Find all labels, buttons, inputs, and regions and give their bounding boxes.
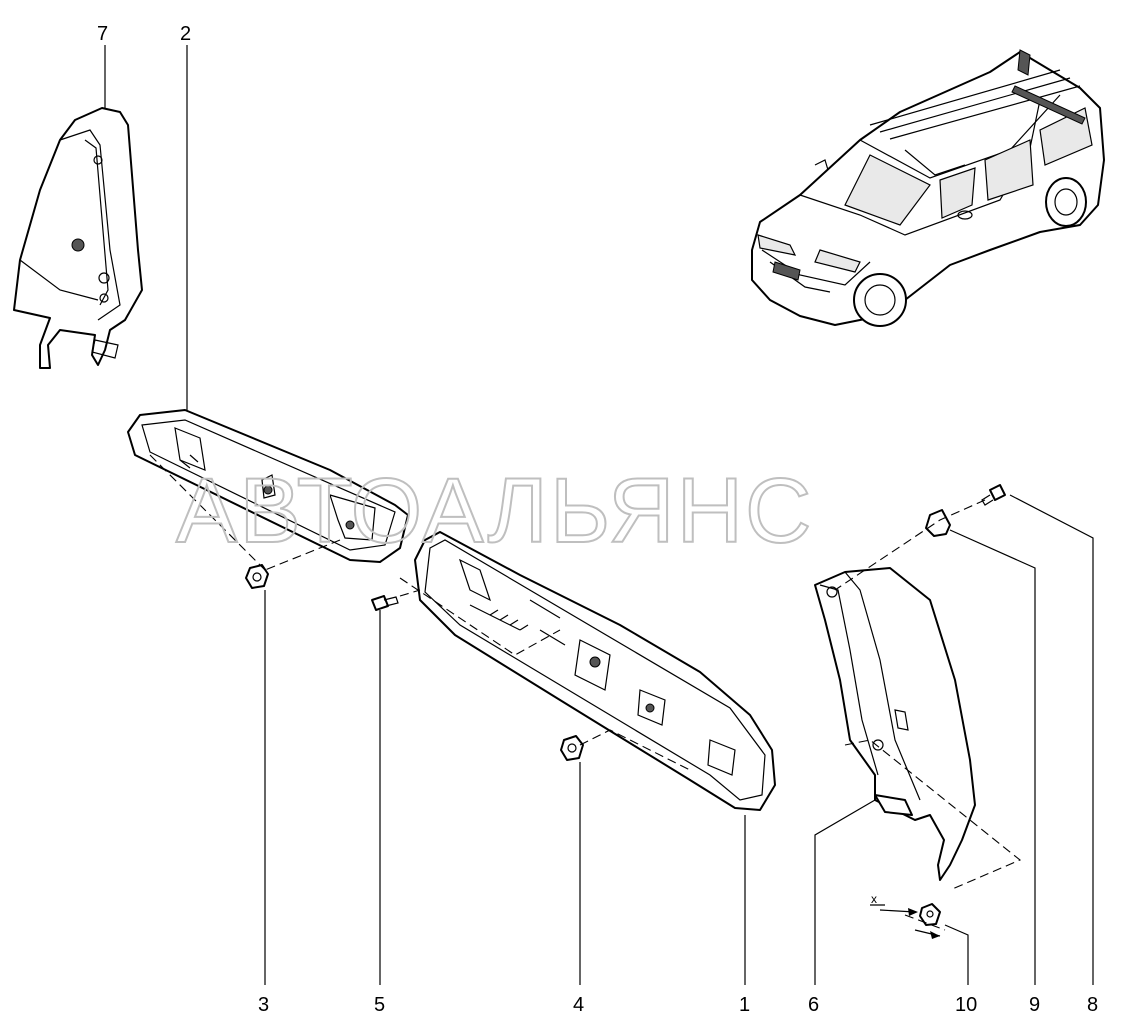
callout-labels: 7 2 3 5 4 1 6 10 9 8 x (97, 23, 1098, 1016)
callout-10: 10 (955, 994, 977, 1016)
fastener-10-nut (919, 903, 941, 926)
fastener-5-screw (371, 595, 399, 611)
fastener-4-nut (560, 735, 584, 761)
part-1-lower-light-bar (414, 531, 776, 811)
part-2-upper-light-bar (127, 409, 409, 563)
fastener-8-screw (981, 484, 1006, 506)
callout-1: 1 (739, 994, 750, 1016)
car-illustration (751, 49, 1105, 327)
fastener-3-nut (245, 564, 269, 589)
callout-5: 5 (374, 994, 385, 1016)
x-mark: x (871, 892, 877, 906)
callout-2: 2 (180, 23, 191, 45)
leader-lines (104, 45, 1094, 985)
watermark-text: АВТОАЛЬЯНС (176, 460, 814, 562)
callout-7: 7 (97, 23, 108, 45)
callout-3: 3 (258, 994, 269, 1016)
callout-8: 8 (1087, 994, 1098, 1016)
part-7-rear-lamp (13, 107, 143, 369)
callout-4: 4 (573, 994, 584, 1016)
fastener-9-clip (925, 509, 951, 537)
callout-9: 9 (1029, 994, 1040, 1016)
assembly-lines (149, 454, 1022, 931)
callout-6: 6 (808, 994, 819, 1016)
part-6-rear-lamp-right (814, 567, 976, 881)
